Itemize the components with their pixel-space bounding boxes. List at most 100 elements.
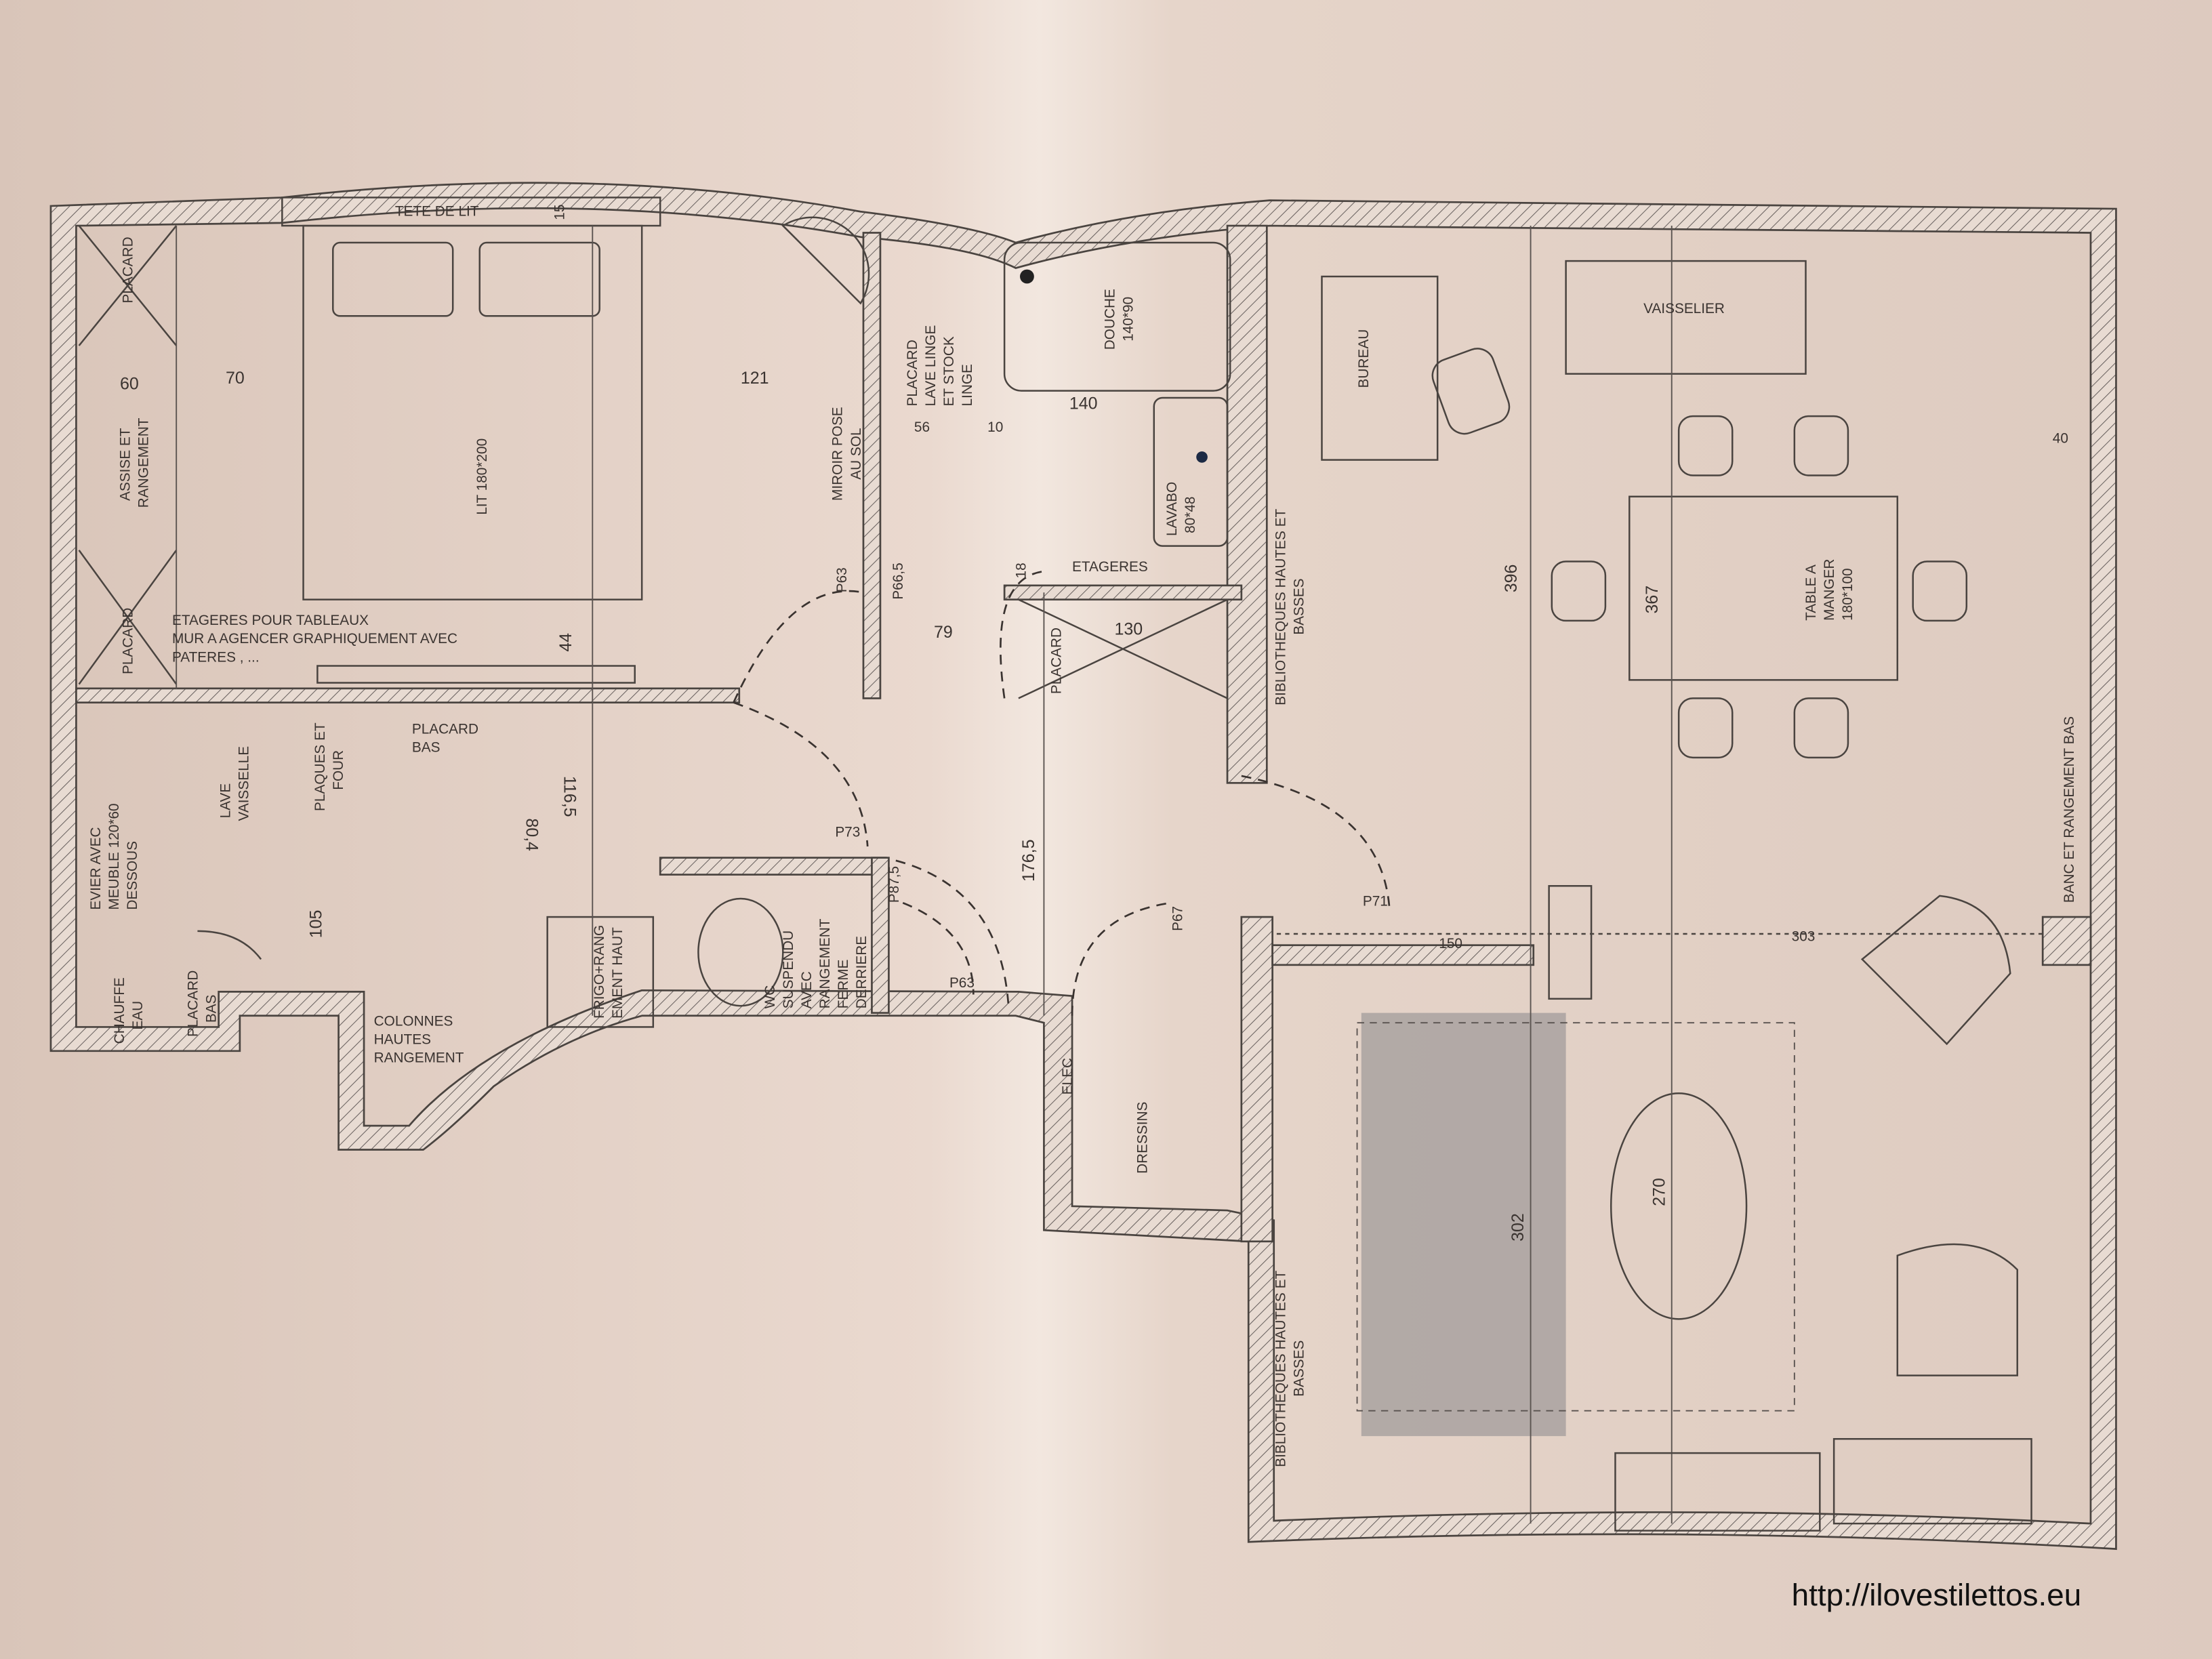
label-sink-1: LAVABO xyxy=(1164,482,1180,536)
closet-cross xyxy=(1018,598,1228,699)
watermark-url: http://ilovestilettos.eu xyxy=(1792,1578,2082,1612)
label-fridge-1: FRIGO+RANG xyxy=(592,925,607,1019)
door-p73: P73 xyxy=(835,824,860,840)
dim-130: 130 xyxy=(1114,620,1143,639)
bed xyxy=(302,224,643,600)
label-shelves-note-2: MUR A AGENCER GRAPHIQUEMENT AVEC xyxy=(172,631,457,647)
label-laundry-3: ET STOCK xyxy=(941,336,957,406)
door-p63b: P63 xyxy=(949,975,975,991)
door-p63a: P63 xyxy=(834,567,850,592)
label-wc-1: WC xyxy=(762,985,778,1009)
dim-396: 396 xyxy=(1502,565,1521,593)
dim-367: 367 xyxy=(1643,586,1662,614)
label-headboard: TETE DE LIT xyxy=(395,203,479,219)
desk-chair xyxy=(1431,348,1511,435)
label-library-bottom-2: BASSES xyxy=(1291,1340,1307,1397)
label-kitchen-sink-2: MEUBLE 120*60 xyxy=(106,803,122,909)
dim-44: 44 xyxy=(556,633,575,652)
shower-tray xyxy=(1003,241,1231,392)
label-shelves-note-1: ETAGERES POUR TABLEAUX xyxy=(172,613,369,628)
label-desk: BUREAU xyxy=(1356,329,1372,388)
label-fridge-2: EMENT HAUT xyxy=(610,927,626,1019)
door-p66-5: P66,5 xyxy=(890,562,906,599)
label-columns-2: HAUTES xyxy=(374,1031,431,1047)
label-laundry-1: PLACARD xyxy=(905,340,920,406)
label-mirror-2: AU SOL xyxy=(848,428,864,479)
dim-70: 70 xyxy=(226,369,245,388)
label-library-top-1: BIBLIOTHEQUES HAUTES ET xyxy=(1273,508,1288,705)
furniture xyxy=(78,197,2046,1532)
label-library-top-2: BASSES xyxy=(1291,579,1307,635)
label-bed: LIT 180*200 xyxy=(474,438,490,515)
label-closet-top: PLACARD xyxy=(121,237,136,303)
armchair xyxy=(1860,895,2011,1046)
label-wc-2: SUSPENDU xyxy=(781,930,796,1009)
labels: TETE DE LIT 15 PLACARD PLACARD ASSISE ET… xyxy=(88,203,2077,1467)
wall-bedroom-bath xyxy=(862,232,882,699)
label-laundry-2: LAVE LINGE xyxy=(923,325,939,407)
dining-table xyxy=(1629,495,1899,681)
sink xyxy=(1153,396,1229,547)
label-bench: BANC ET RANGEMENT BAS xyxy=(2062,716,2077,903)
dim-40: 40 xyxy=(2053,431,2068,447)
wall-wc-top xyxy=(659,857,887,876)
label-library-bottom-1: BIBLIOTHEQUES HAUTES ET xyxy=(1273,1271,1288,1467)
shelf xyxy=(316,665,636,684)
rug-outline xyxy=(1356,1022,1795,1412)
dim-270: 270 xyxy=(1650,1178,1668,1206)
door-p87-5: P87,5 xyxy=(886,866,902,903)
closet-cross xyxy=(78,225,178,685)
dim-headboard: 15 xyxy=(552,205,568,220)
label-elec: ELEC xyxy=(1060,1058,1076,1094)
label-bath-closet: PLACARD xyxy=(1048,628,1064,694)
label-low-closet-3: PLACARD xyxy=(185,970,201,1037)
wall-pillar xyxy=(2041,916,2092,966)
dim-105: 105 xyxy=(307,910,326,939)
label-wc-6: DERRIERE xyxy=(854,936,869,1008)
label-hob-2: FOUR xyxy=(331,750,346,790)
label-water-heater-2: EAU xyxy=(130,1001,146,1030)
label-wc-4: RANGEMENT xyxy=(817,918,833,1008)
dim-140: 140 xyxy=(1069,394,1098,413)
corner-mirror xyxy=(781,216,870,305)
label-shower-1: DOUCHE xyxy=(1102,289,1118,350)
label-low-closet-2: BAS xyxy=(412,740,441,756)
label-mirror-1: MIROIR POSE xyxy=(830,407,846,501)
dresser xyxy=(1565,260,1807,375)
rug xyxy=(1361,1012,1566,1437)
wall-bedroom-kitchen xyxy=(75,687,741,704)
label-laundry-4: LINGE xyxy=(960,364,975,406)
dim-176-5: 176,5 xyxy=(1019,840,1038,882)
dim-79: 79 xyxy=(934,623,953,642)
label-shelves-note-3: PATERES , ... xyxy=(172,649,260,665)
pillow xyxy=(478,241,600,317)
label-water-heater-1: CHAUFFE xyxy=(112,977,127,1044)
dim-18: 18 xyxy=(1013,562,1029,578)
door-p67: P67 xyxy=(1170,906,1185,931)
pillow xyxy=(332,241,454,317)
wall-living-divider xyxy=(1271,944,1535,966)
label-seat-1: ASSISE ET xyxy=(118,428,134,501)
fireplaces xyxy=(1614,1438,2032,1532)
wall-wc-right xyxy=(871,857,890,1014)
desk xyxy=(1321,275,1439,461)
wall-bath-closet xyxy=(1003,584,1243,601)
armchair xyxy=(1896,1243,2018,1376)
label-dishwasher-1: LAVE xyxy=(218,783,233,819)
label-closet-bottom: PLACARD xyxy=(121,608,136,674)
label-low-closet-4: BAS xyxy=(203,995,219,1023)
coffee-table xyxy=(1610,1092,1748,1320)
label-kitchen-sink-1: EVIER AVEC xyxy=(88,827,104,910)
dining-chairs xyxy=(1551,415,1968,759)
toilet xyxy=(697,897,784,1007)
fridge xyxy=(546,916,655,1028)
dim-303: 303 xyxy=(1792,928,1816,944)
wall-hall-living xyxy=(1240,916,1273,1243)
dim-80-4: 80,4 xyxy=(522,818,541,851)
label-bath-shelves: ETAGERES xyxy=(1072,559,1148,575)
label-wc-5: FERME xyxy=(836,960,851,1009)
dim-302: 302 xyxy=(1509,1213,1528,1242)
label-dishwasher-2: VAISSELLE xyxy=(236,746,251,821)
